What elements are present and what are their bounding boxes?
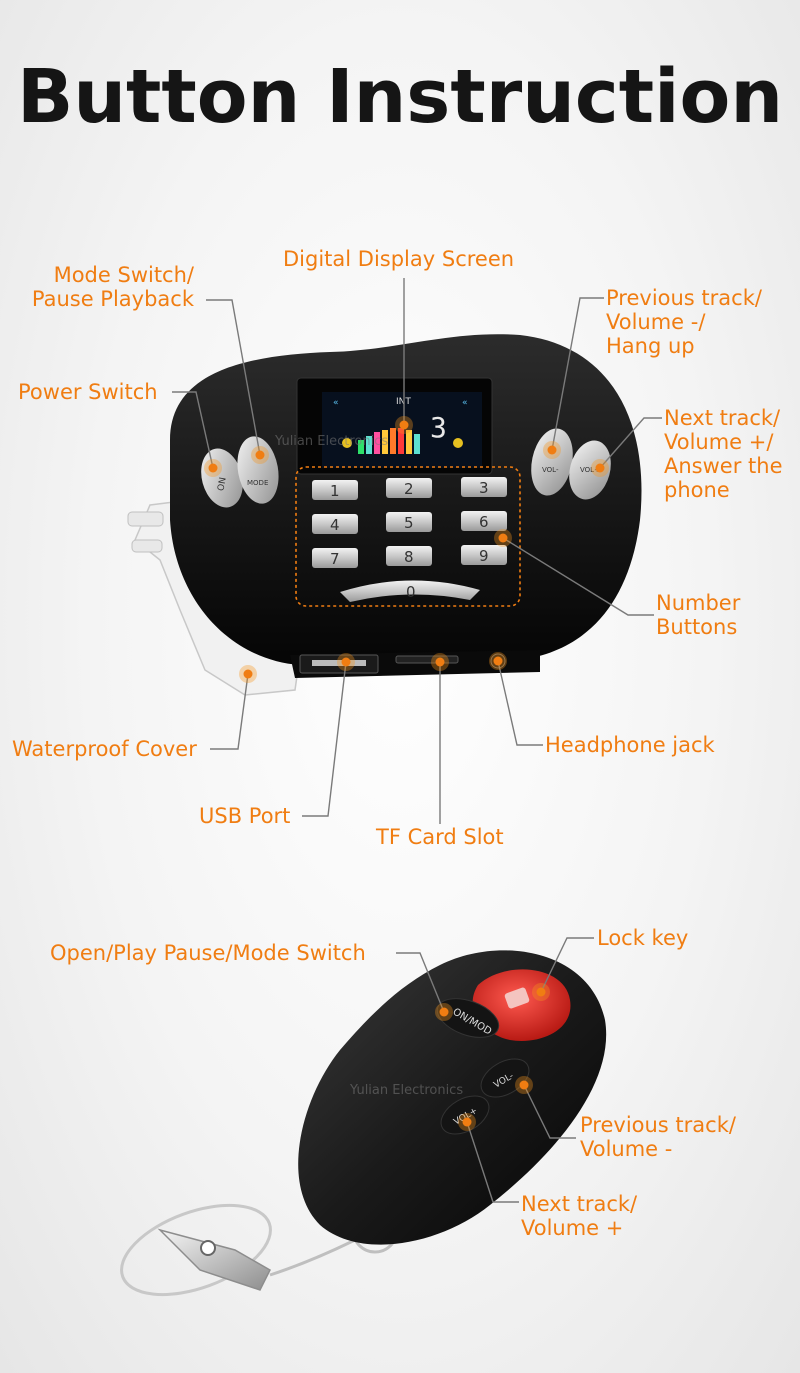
keypad-frame <box>295 466 521 607</box>
label-next-line3: Answer the <box>664 454 783 478</box>
key-9[interactable] <box>461 545 507 565</box>
key-1[interactable] <box>312 480 358 500</box>
key-0[interactable] <box>340 580 480 602</box>
remote-control: ON/MOD VOL- VOL+ Yulian Electronics <box>120 950 607 1297</box>
keychain <box>120 1203 399 1297</box>
label-power-switch: Power Switch <box>18 380 158 404</box>
screen-digit: 3 <box>430 411 447 444</box>
label-headphone-jack: Headphone jack <box>545 733 715 757</box>
vol-minus-button[interactable] <box>525 425 578 500</box>
label-digital-display: Digital Display Screen <box>283 247 515 271</box>
key-8[interactable] <box>386 546 432 566</box>
label-waterproof-cover: Waterproof Cover <box>12 737 197 761</box>
label-remote-open-play: Open/Play Pause/Mode Switch <box>50 941 366 965</box>
page-title: Button Instruction <box>16 54 784 140</box>
key-5-text: 5 <box>404 514 414 532</box>
label-remote-lock: Lock key <box>597 926 689 950</box>
leader-lines <box>172 278 662 1203</box>
label-next-line4: phone <box>664 478 730 502</box>
mp3-device: « « INT 3 ON MODE VOL- VOL+ Yulian Elect… <box>127 334 642 696</box>
label-remote-next-line1: Next track/ <box>521 1192 638 1216</box>
label-previous-track: Previous track/ Volume -/ Hang up <box>606 286 762 358</box>
key-7-text: 7 <box>330 550 340 568</box>
label-usb-port: USB Port <box>199 804 291 828</box>
label-remote-next: Next track/ Volume + <box>521 1192 637 1240</box>
label-previous-line1: Previous track/ <box>606 286 762 310</box>
label-next-line1: Next track/ <box>664 406 781 430</box>
spectrum-equalizer <box>358 428 420 454</box>
label-tf-card-slot: TF Card Slot <box>376 825 504 849</box>
remote-vol-plus-button[interactable] <box>434 1088 495 1142</box>
keypad: 1 2 3 4 5 6 7 8 9 0 <box>312 477 507 602</box>
key-4[interactable] <box>312 514 358 534</box>
key-6[interactable] <box>461 511 507 531</box>
label-remote-previous: Previous track/ Volume - <box>580 1113 736 1161</box>
label-remote-next-line2: Volume + <box>521 1216 624 1240</box>
play-mode-button[interactable] <box>432 991 504 1045</box>
key-2[interactable] <box>386 478 432 498</box>
label-previous-line2: Volume -/ <box>606 310 706 334</box>
svg-text:«: « <box>333 398 339 408</box>
key-3-text: 3 <box>479 479 489 497</box>
watermark-device: Yulian Electronics <box>274 434 388 449</box>
key-4-text: 4 <box>330 516 340 534</box>
label-number-buttons: Number Buttons <box>656 591 740 639</box>
key-0-text: 0 <box>406 583 416 601</box>
key-1-text: 1 <box>330 482 340 500</box>
label-number-line1: Number <box>656 591 741 615</box>
key-6-text: 6 <box>479 513 489 531</box>
callout-dots <box>204 416 609 1131</box>
label-remote-prev-line1: Previous track/ <box>580 1113 736 1137</box>
svg-text:«: « <box>462 398 468 408</box>
vol-plus-text: VOL+ <box>580 466 600 474</box>
label-number-line2: Buttons <box>656 615 738 639</box>
mode-button[interactable] <box>232 433 283 507</box>
key-8-text: 8 <box>404 548 414 566</box>
label-mode-switch-line1: Mode Switch/ <box>53 263 194 287</box>
vol-minus-text: VOL- <box>542 466 559 474</box>
watermark-remote: Yulian Electronics <box>349 1083 463 1098</box>
remote-vol-minus-button[interactable] <box>474 1051 535 1105</box>
key-2-text: 2 <box>404 480 414 498</box>
power-button-text: ON <box>216 477 228 492</box>
key-7[interactable] <box>312 548 358 568</box>
key-3[interactable] <box>461 477 507 497</box>
device-body <box>170 334 642 665</box>
label-remote-prev-line2: Volume - <box>580 1137 673 1161</box>
key-5[interactable] <box>386 512 432 532</box>
label-next-track: Next track/ Volume +/ Answer the phone <box>664 406 782 502</box>
key-9-text: 9 <box>479 547 489 565</box>
label-previous-line3: Hang up <box>606 334 695 358</box>
label-next-line2: Volume +/ <box>664 430 774 454</box>
mode-button-text: MODE <box>247 479 268 487</box>
label-mode-switch-line2: Pause Playback <box>31 287 194 311</box>
vol-plus-button[interactable] <box>563 436 617 504</box>
label-mode-switch: Mode Switch/ Pause Playback <box>32 263 194 311</box>
